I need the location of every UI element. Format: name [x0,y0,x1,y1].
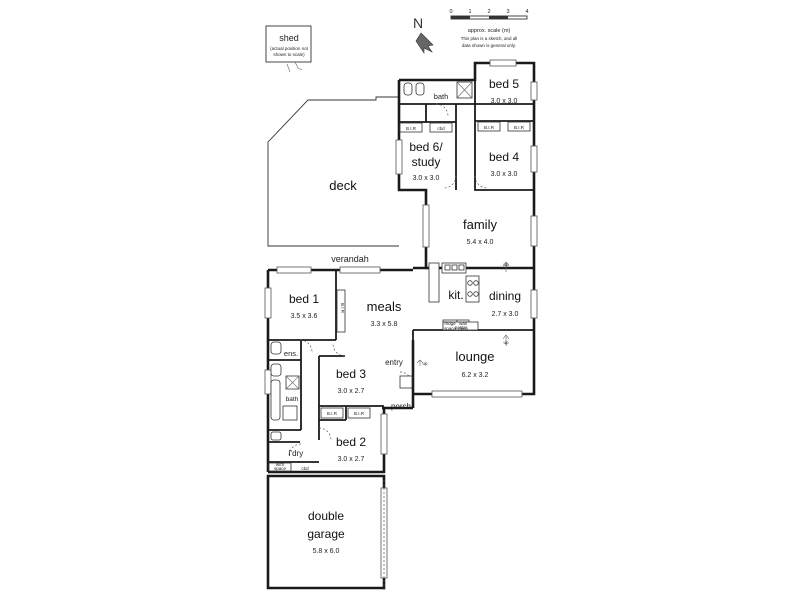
room-labels: bed 5 3.0 x 3.0 bed 4 3.0 x 3.0 bed 6/ s… [284,77,521,555]
north-label: N [413,15,423,31]
entry-label: entry [385,358,403,367]
bir-label-bed6-a: B.I.R [406,126,417,131]
shed-note-line2: shown to scale) [273,52,305,57]
bir-label-bed1: B I R [340,303,345,314]
bir-label-bed4-a: B.I.R [484,125,495,130]
wall-oven-label-line1: wall [459,321,467,326]
fridge-label-line2: space [444,326,457,331]
north-arrow-icon: N [413,15,434,54]
pantry-label: pantry [455,325,468,330]
scale-note-line1: This plan is a sketch, and all [461,36,518,41]
annotations: B.I.R cbd B.I.R B.I.R B.I.R B.I.R B I R … [274,125,525,471]
ldry-cbd-label: cbd [301,466,309,471]
shed-label: shed [279,33,299,43]
up-label-lounge: up [503,340,509,345]
wall-oven-label-line2: oven [458,326,468,331]
bed6-dims: 3.0 x 3.0 [413,175,440,182]
up-label-entry: up [422,361,428,366]
fixtures [268,81,531,472]
dining-label: dining [489,289,521,303]
garage-label-line2: garage [307,527,345,541]
bir-label-bed4-b: B.I.R [514,125,525,130]
verandah-label: verandah [331,254,369,264]
dining-dims: 2.7 x 3.0 [492,311,519,318]
scale-tick-4: 4 [525,9,528,15]
bed5-label: bed 5 [489,77,519,91]
bed2-label: bed 2 [336,435,366,449]
bed6-label-line1: bed 6/ [409,140,443,154]
bed4-dims: 3.0 x 3.0 [491,171,518,178]
scale-bar: 0 1 2 3 4 approx. scale (m) This plan is… [449,9,528,48]
up-label-dining: up [503,262,509,267]
bed2-dims: 3.0 x 2.7 [338,456,365,463]
wm-label-line2: space [274,466,287,471]
meals-dims: 3.3 x 5.8 [371,321,398,328]
scale-tick-1: 1 [468,9,471,15]
bed1-dims: 3.5 x 3.6 [291,313,318,320]
wm-label-line1: w/m [276,462,285,467]
scale-title: approx. scale (m) [468,28,511,34]
garage-label-line1: double [308,509,344,523]
kit-label: kit. [448,288,463,302]
garage-dims: 5.8 x 6.0 [313,548,340,555]
lounge-label: lounge [455,349,494,364]
meals-label: meals [367,299,402,314]
scale-tick-3: 3 [506,9,509,15]
lounge-dims: 6.2 x 3.2 [462,372,489,379]
interior-walls [268,80,534,463]
shed-note-line1: (actual position not [270,46,309,51]
bed3-dims: 3.0 x 2.7 [338,388,365,395]
fridge-label-line1: fridge [444,321,456,326]
family-dims: 5.4 x 4.0 [467,239,494,246]
bir-label-bed3: B.I.R [327,411,338,416]
ens-label: ens. [284,349,298,358]
bed3-label: bed 3 [336,367,366,381]
bir-label-bed2: B.I.R [354,411,365,416]
bed4-label: bed 4 [489,150,519,164]
deck-label: deck [329,178,357,193]
shed: shed (actual position not shown to scale… [265,25,312,73]
porch-label: porch [391,402,411,411]
family-label: family [463,217,497,232]
bed1-label: bed 1 [289,292,319,306]
scale-tick-2: 2 [487,9,490,15]
cbd-label-top: cbd [437,126,445,131]
bed5-dims: 3.0 x 3.0 [491,98,518,105]
scale-tick-0: 0 [449,9,452,15]
ldry-label: l'dry [289,449,303,458]
bath-left-label: bath [286,396,299,403]
bed6-label-line2: study [412,155,441,169]
bath-top-label: bath [434,92,449,101]
deck-outline [267,96,399,247]
scale-note-line2: data shown is general only. [462,43,516,48]
